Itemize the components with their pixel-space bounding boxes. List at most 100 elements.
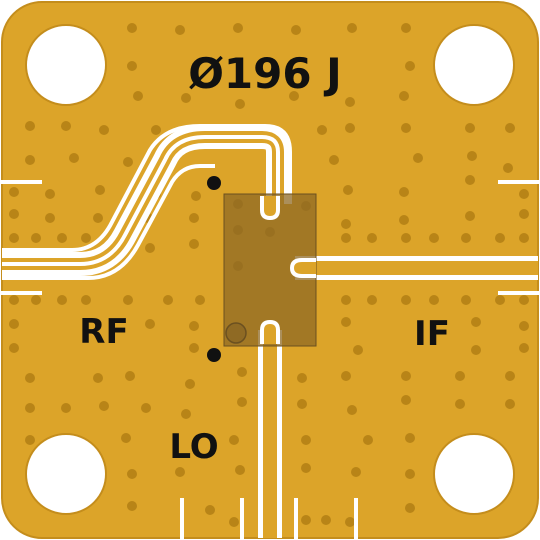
via bbox=[95, 185, 105, 195]
via bbox=[401, 123, 411, 133]
lo-port-label: LO bbox=[169, 427, 218, 467]
via bbox=[429, 233, 439, 243]
via bbox=[455, 371, 465, 381]
via bbox=[321, 515, 331, 525]
via bbox=[405, 469, 415, 479]
via bbox=[57, 233, 67, 243]
via bbox=[123, 295, 133, 305]
via bbox=[61, 403, 71, 413]
via bbox=[351, 467, 361, 477]
mount-hole-bottom-left bbox=[25, 433, 107, 515]
via bbox=[93, 213, 103, 223]
via bbox=[145, 243, 155, 253]
via bbox=[405, 61, 415, 71]
via bbox=[229, 435, 239, 445]
part-number-label: Ø196 J bbox=[188, 49, 342, 98]
via bbox=[467, 151, 477, 161]
via bbox=[505, 123, 515, 133]
via bbox=[123, 157, 133, 167]
via bbox=[399, 187, 409, 197]
via bbox=[347, 405, 357, 415]
via bbox=[121, 433, 131, 443]
via bbox=[189, 343, 199, 353]
if-port-label: IF bbox=[414, 314, 450, 354]
via bbox=[317, 125, 327, 135]
via bbox=[363, 435, 373, 445]
via bbox=[405, 503, 415, 513]
via bbox=[367, 233, 377, 243]
via bbox=[519, 233, 529, 243]
via bbox=[127, 501, 137, 511]
via bbox=[9, 343, 19, 353]
via bbox=[31, 233, 41, 243]
via bbox=[465, 211, 475, 221]
via bbox=[345, 97, 355, 107]
via bbox=[341, 295, 351, 305]
via bbox=[297, 399, 307, 409]
via bbox=[235, 465, 245, 475]
via bbox=[181, 409, 191, 419]
via bbox=[461, 295, 471, 305]
via bbox=[345, 517, 355, 527]
via bbox=[81, 295, 91, 305]
via bbox=[345, 123, 355, 133]
via bbox=[189, 213, 199, 223]
via bbox=[413, 153, 423, 163]
via bbox=[503, 163, 513, 173]
via bbox=[297, 373, 307, 383]
via bbox=[401, 233, 411, 243]
via bbox=[163, 295, 173, 305]
mount-holes bbox=[25, 24, 515, 515]
via bbox=[93, 373, 103, 383]
via bbox=[329, 155, 339, 165]
via bbox=[57, 295, 67, 305]
via bbox=[347, 23, 357, 33]
via bbox=[9, 187, 19, 197]
via bbox=[341, 219, 351, 229]
via bbox=[189, 239, 199, 249]
via bbox=[151, 125, 161, 135]
via-field bbox=[9, 23, 529, 527]
via bbox=[291, 25, 301, 35]
mount-hole-bottom-right bbox=[433, 433, 515, 515]
via bbox=[25, 435, 35, 445]
via bbox=[181, 93, 191, 103]
via bbox=[519, 321, 529, 331]
via bbox=[461, 233, 471, 243]
via bbox=[229, 517, 239, 527]
via bbox=[341, 371, 351, 381]
chip-pads bbox=[260, 196, 316, 344]
via bbox=[99, 125, 109, 135]
via bbox=[99, 401, 109, 411]
via bbox=[465, 123, 475, 133]
via bbox=[233, 23, 243, 33]
via bbox=[9, 209, 19, 219]
via bbox=[341, 233, 351, 243]
rf-trace bbox=[2, 125, 290, 276]
via bbox=[519, 209, 529, 219]
via bbox=[9, 295, 19, 305]
via bbox=[189, 321, 199, 331]
via bbox=[505, 371, 515, 381]
via bbox=[401, 371, 411, 381]
via bbox=[175, 467, 185, 477]
via bbox=[495, 233, 505, 243]
mount-hole-top-left bbox=[25, 24, 107, 106]
via bbox=[495, 295, 505, 305]
rf-port-label: RF bbox=[79, 312, 128, 352]
via bbox=[125, 371, 135, 381]
edge-slots bbox=[0, 180, 540, 540]
via bbox=[367, 295, 377, 305]
via bbox=[301, 435, 311, 445]
via bbox=[505, 399, 515, 409]
via bbox=[25, 373, 35, 383]
via bbox=[45, 213, 55, 223]
via bbox=[185, 379, 195, 389]
via bbox=[205, 505, 215, 515]
via bbox=[519, 343, 529, 353]
polarity-dot-bottom bbox=[207, 348, 221, 362]
via bbox=[399, 91, 409, 101]
via bbox=[127, 61, 137, 71]
via bbox=[471, 345, 481, 355]
via bbox=[141, 403, 151, 413]
